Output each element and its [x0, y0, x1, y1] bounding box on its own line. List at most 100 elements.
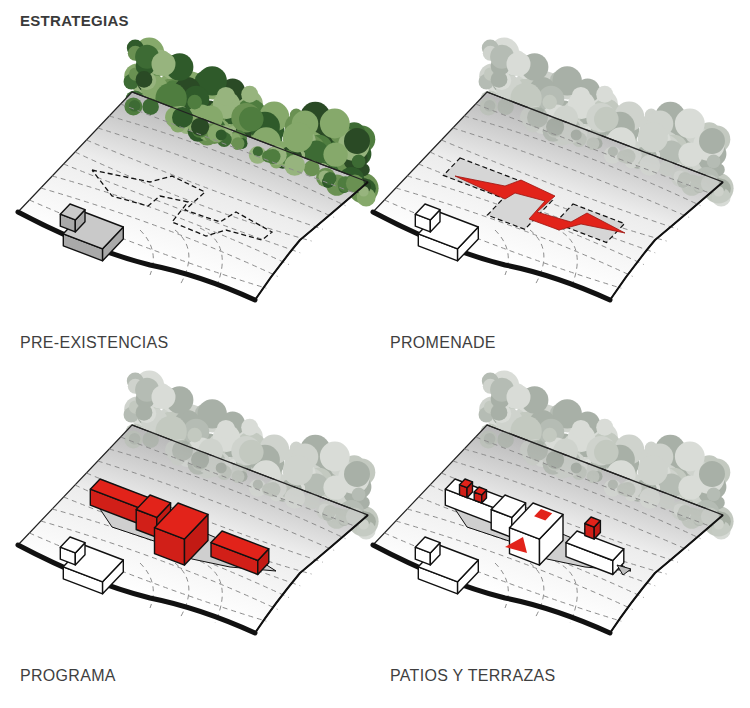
text-slot: ESTRATEGIAS	[20, 12, 129, 30]
tree-crown	[344, 128, 370, 154]
contour-line	[64, 497, 301, 586]
tree-crown	[323, 142, 347, 166]
panel-caption: PATIOS Y TERRAZAS	[390, 667, 555, 684]
strategy-panel	[373, 371, 734, 633]
tree-crown	[124, 98, 142, 116]
tree-crown	[358, 186, 369, 197]
terrain-section	[255, 515, 368, 633]
tree-crown	[129, 433, 141, 445]
box-top	[474, 487, 486, 495]
tree-crown	[241, 86, 258, 103]
terrain-plate	[18, 92, 368, 300]
panel-caption: PROGRAMA	[20, 667, 116, 684]
panel-caption: PRE-EXISTENCIAS	[20, 334, 169, 351]
text-slot: PATIOS Y TERRAZAS	[390, 667, 555, 685]
tree-crown	[479, 98, 497, 116]
contour-line	[396, 521, 633, 609]
box-top	[155, 503, 209, 539]
terrain-section	[255, 182, 368, 300]
box-top	[415, 204, 440, 220]
tree-crown	[507, 52, 531, 76]
box-top	[510, 503, 564, 539]
contour-line	[419, 497, 656, 586]
tree-crown	[241, 419, 258, 436]
tree-crown	[671, 168, 690, 187]
tree-crown	[239, 440, 264, 465]
tree-crown	[594, 107, 619, 132]
tree-crown	[316, 501, 335, 520]
contour-line	[86, 140, 322, 229]
box-top	[136, 495, 170, 517]
tree-crown	[572, 420, 590, 438]
contour-line	[41, 521, 278, 609]
tree-crown	[542, 95, 557, 110]
tree-crown	[320, 109, 350, 139]
box-top	[211, 531, 269, 561]
contour-line	[140, 230, 153, 275]
tree-crown	[136, 404, 153, 421]
tree-crown	[608, 479, 618, 489]
tree-crown	[216, 462, 227, 473]
contour-line	[64, 164, 301, 253]
contour-line	[29, 200, 266, 288]
box-top	[585, 517, 601, 527]
strategy-panel	[18, 38, 379, 300]
patio	[617, 565, 631, 575]
tree-crown	[491, 404, 508, 421]
tree-crown	[678, 475, 702, 499]
tree-crown	[358, 519, 369, 530]
tree-crown	[587, 470, 600, 483]
tree-crown	[699, 461, 725, 487]
tree-crown	[638, 455, 668, 485]
tree-crown	[253, 146, 263, 156]
tree-crown	[639, 155, 660, 176]
tree-crown	[699, 128, 725, 154]
tree-crown	[187, 95, 202, 110]
tree-crown	[542, 428, 557, 443]
contour-line	[495, 563, 508, 608]
plate-edge	[487, 92, 723, 182]
tree-crown	[713, 519, 724, 530]
tree-crown	[596, 419, 613, 436]
tree-crown	[352, 488, 366, 502]
contour-line	[109, 116, 345, 206]
tree-crown	[352, 155, 366, 169]
tree-crown	[484, 433, 496, 445]
tree-crown	[707, 488, 721, 502]
tree-crown	[675, 109, 705, 139]
tree-crown	[284, 155, 305, 176]
text-slot: PROMENADE	[390, 334, 496, 352]
tree-crown	[491, 71, 508, 88]
tree-crown	[124, 431, 142, 449]
tree-crown	[283, 455, 313, 485]
tree-crown	[638, 122, 668, 152]
tree-crown	[232, 137, 245, 150]
tree-crown	[678, 505, 691, 518]
tree-crown	[187, 428, 202, 443]
box-top	[60, 204, 85, 220]
tree-crown	[152, 385, 176, 409]
tree-crown	[587, 137, 600, 150]
tree-crown	[678, 172, 691, 185]
tree-crown	[283, 122, 313, 152]
contour-line	[52, 176, 289, 265]
tree-crown	[608, 146, 618, 156]
tree-crown	[136, 71, 153, 88]
contour-line	[464, 449, 700, 539]
tree-crown	[479, 431, 497, 449]
tree-crown	[484, 100, 496, 112]
tree-crown	[323, 475, 347, 499]
contour-line	[41, 188, 278, 276]
box-top	[60, 537, 85, 553]
tree-crown	[571, 129, 582, 140]
tree-crown	[678, 142, 702, 166]
box-top	[491, 495, 525, 517]
tree-crown	[152, 52, 176, 76]
strategy-panel	[18, 371, 379, 633]
contour-line	[495, 230, 508, 275]
tree-crown	[316, 168, 335, 187]
tree-crown	[129, 100, 141, 112]
tree-crown	[507, 385, 531, 409]
tree-crown	[596, 86, 613, 103]
tree-crown	[323, 505, 336, 518]
